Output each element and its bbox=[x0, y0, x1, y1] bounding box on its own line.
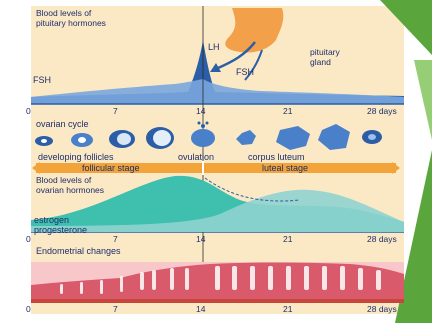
tick-21: 21 bbox=[283, 106, 292, 116]
follicle-4 bbox=[146, 127, 174, 149]
ovulating-follicle bbox=[191, 122, 215, 148]
fsh-arrow-label: FSH bbox=[236, 67, 254, 77]
follicle-2 bbox=[71, 133, 93, 147]
corpus-albicans bbox=[362, 130, 382, 144]
fsh-label: FSH bbox=[33, 75, 51, 85]
corpus-luteum-2 bbox=[276, 126, 310, 150]
lh-label: LH bbox=[208, 42, 220, 52]
follicle-3 bbox=[109, 130, 135, 148]
corpus-luteum-3 bbox=[318, 124, 350, 150]
corpus-luteum-1 bbox=[236, 130, 256, 145]
ovarian-hormones-title: Blood levels of ovarian hormones bbox=[36, 176, 104, 195]
tick-28-days-row3: 28 days bbox=[367, 304, 397, 314]
tick-14-row3: 14 bbox=[196, 304, 205, 314]
follicle-1 bbox=[35, 136, 53, 146]
tick-21-row3: 21 bbox=[283, 304, 292, 314]
corner-accent-mid bbox=[414, 60, 432, 140]
endometrial-changes-title: Endometrial changes bbox=[36, 246, 121, 256]
tick-7-row3: 7 bbox=[113, 304, 118, 314]
corner-accent-top bbox=[380, 0, 432, 55]
tick-0-row3: 0 bbox=[26, 304, 31, 314]
follicular-stage-label: follicular stage bbox=[82, 163, 140, 173]
tick-7-row2: 7 bbox=[113, 234, 118, 244]
progesterone-label: progesterone bbox=[34, 225, 87, 235]
tick-21-row2: 21 bbox=[283, 234, 292, 244]
tick-28-days: 28 days bbox=[367, 106, 397, 116]
tick-7: 7 bbox=[113, 106, 118, 116]
ovarian-cycle-title: ovarian cycle bbox=[36, 119, 89, 129]
estrogen-label: estrogen bbox=[34, 215, 69, 225]
ovulation-label: ovulation bbox=[178, 152, 214, 162]
tick-28-days-row2: 28 days bbox=[367, 234, 397, 244]
fsh-curve bbox=[31, 79, 404, 104]
tick-0: 0 bbox=[26, 106, 31, 116]
tick-0-row2: 0 bbox=[26, 234, 31, 244]
corpus-luteum-label: corpus luteum bbox=[248, 152, 305, 162]
pituitary-gland-shape bbox=[225, 8, 283, 53]
endometrium-base-line bbox=[31, 299, 404, 303]
luteal-stage-label: luteal stage bbox=[262, 163, 308, 173]
tick-14-row2: 14 bbox=[196, 234, 205, 244]
pituitary-gland-label: pituitary gland bbox=[310, 48, 340, 67]
pituitary-panel-title: Blood levels of pituitary hormones bbox=[36, 9, 106, 28]
tick-14: 14 bbox=[196, 106, 205, 116]
developing-follicles-label: developing follicles bbox=[38, 152, 114, 162]
